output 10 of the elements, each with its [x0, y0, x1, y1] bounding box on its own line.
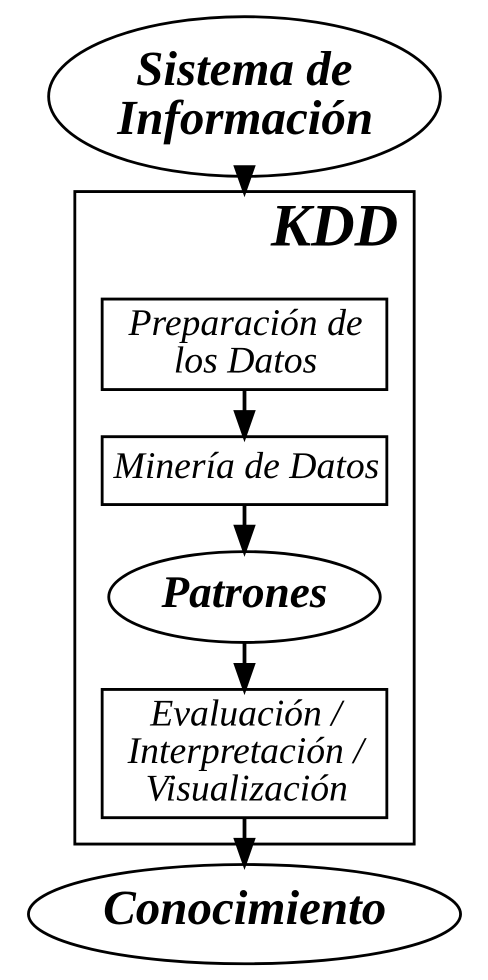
arrow — [232, 390, 256, 442]
arrow — [232, 165, 256, 198]
node-box: Evaluación / Interpretación / Visualización — [100, 688, 388, 820]
arrow — [232, 504, 256, 557]
node-ellipse: Conocimiento — [26, 863, 462, 966]
node-ellipse: Patrones — [106, 550, 382, 644]
node-box: Preparación de los Datos — [100, 298, 388, 391]
node-box: Minería de Datos — [100, 435, 388, 506]
arrow — [232, 643, 256, 696]
arrow — [232, 818, 256, 870]
